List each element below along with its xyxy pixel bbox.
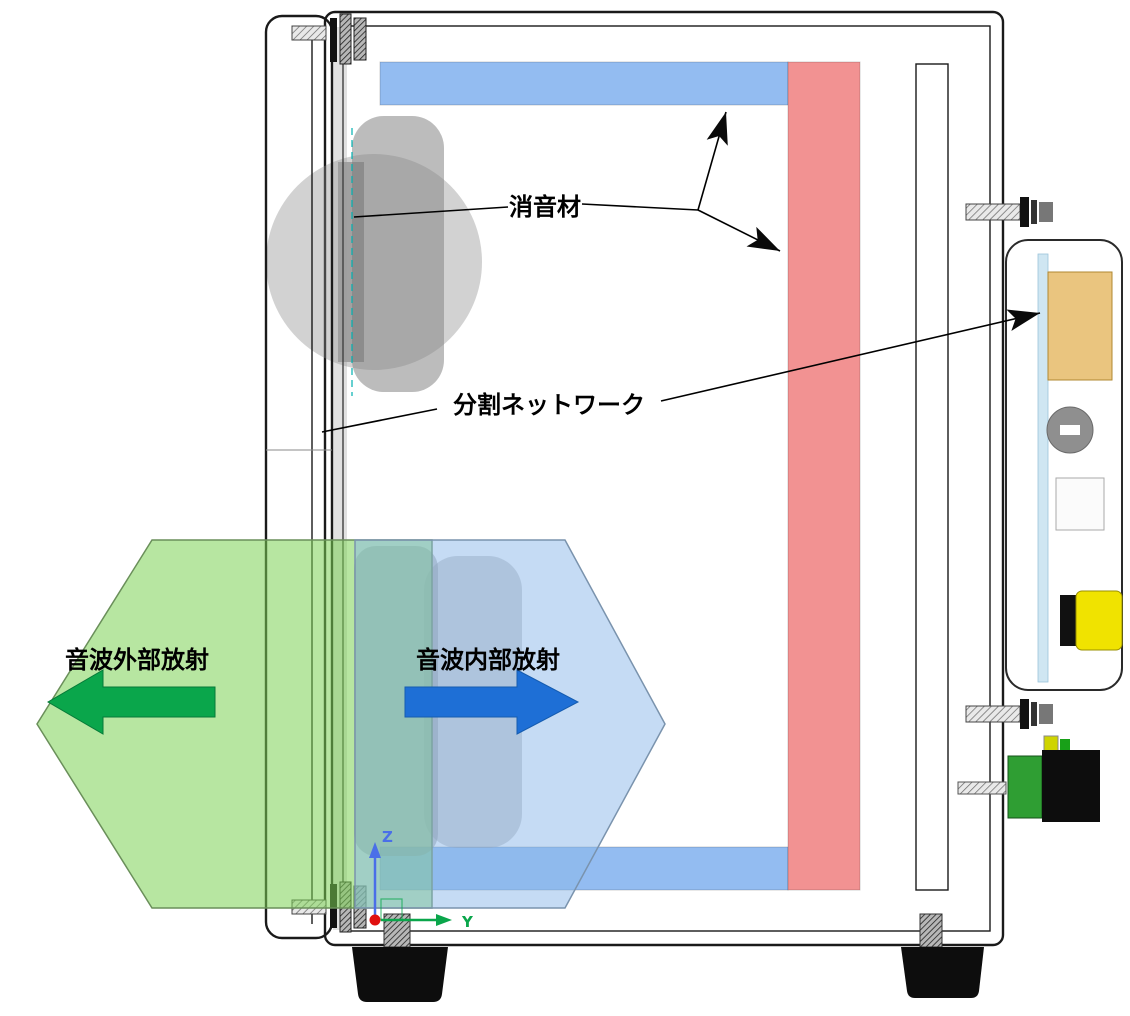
- bolt-shaft: [957, 781, 1007, 795]
- bolt-head: [1039, 704, 1053, 724]
- bolt-group-top-left: [291, 13, 367, 65]
- bolt-washer: [1031, 200, 1037, 224]
- cabinet-feet: [352, 913, 984, 1002]
- foot-spike-right: [919, 913, 943, 948]
- component-block-green: [1007, 755, 1043, 819]
- panel-pcb-strip: [1037, 253, 1049, 683]
- bolt-nut: [1020, 197, 1029, 227]
- wave-internal-label: 音波内部放射: [416, 646, 560, 674]
- origin-point: [369, 914, 381, 926]
- bolt-thread: [339, 13, 352, 65]
- bolt-nut: [330, 18, 337, 62]
- wave-external-arrow: [47, 669, 216, 735]
- panel-small-module: [1055, 477, 1105, 531]
- rear-panel-assembly: [957, 197, 1123, 822]
- crossover-leader-left: [321, 408, 438, 433]
- absorber-strip-top: [379, 61, 789, 106]
- annotation-absorber: 消音材: [353, 111, 781, 252]
- bolt-washer: [1031, 702, 1037, 726]
- z-axis-label: Z: [382, 828, 393, 846]
- bolt-shaft: [291, 25, 327, 41]
- bolt-nut: [1020, 699, 1029, 729]
- bolt-shaft: [965, 705, 1021, 723]
- bolt-group-rear-bottom: [965, 699, 1053, 729]
- y-axis-arrowhead: [436, 914, 452, 926]
- wave-external-label: 音波外部放射: [65, 646, 209, 674]
- sound-wave-internal: 音波内部放射: [354, 539, 666, 909]
- crossover-label: 分割ネットワーク: [453, 391, 645, 419]
- absorber-arrow-to-rear-panel: [697, 209, 781, 252]
- foot-left: [352, 947, 448, 1002]
- foot-right: [901, 947, 984, 998]
- terminal-body: [1060, 595, 1076, 646]
- cabinet-outer-wall: [323, 10, 1005, 947]
- wave-internal-region: [354, 539, 666, 909]
- crossover-component-block: [1047, 271, 1113, 381]
- bolt-head: [1039, 202, 1053, 222]
- z-axis-arrowhead: [369, 842, 381, 858]
- absorber-arrow-to-top-strip: [697, 111, 728, 211]
- driver-upper: [266, 116, 482, 396]
- coordinate-triad: Z Y: [369, 828, 474, 931]
- sound-wave-external: 音波外部放射: [36, 539, 433, 909]
- absorber-label: 消音材: [509, 193, 581, 221]
- knob-slot: [1060, 425, 1080, 435]
- component-chip-green: [1060, 739, 1070, 753]
- absorber-panel-rear: [787, 61, 861, 891]
- crossover-arrow-to-panel: [660, 309, 1041, 402]
- bolt-thread: [353, 17, 367, 61]
- component-block-black: [1042, 750, 1100, 822]
- rear-bottom-component: [957, 735, 1100, 822]
- driver-upper-frame: [352, 116, 444, 392]
- wave-internal-arrow: [404, 669, 580, 735]
- bolt-shaft: [965, 203, 1021, 221]
- baffle-outline: [264, 14, 334, 940]
- bolt-group-rear-top: [965, 197, 1053, 227]
- cabinet-inner-wall: [342, 25, 991, 932]
- absorber-leader-left: [353, 206, 509, 218]
- terminal-cap-yellow: [1075, 590, 1123, 651]
- internal-brace: [915, 63, 949, 891]
- annotation-crossover: 分割ネットワーク: [321, 309, 1041, 433]
- absorber-leader-right: [581, 203, 699, 211]
- y-axis-label: Y: [461, 913, 474, 931]
